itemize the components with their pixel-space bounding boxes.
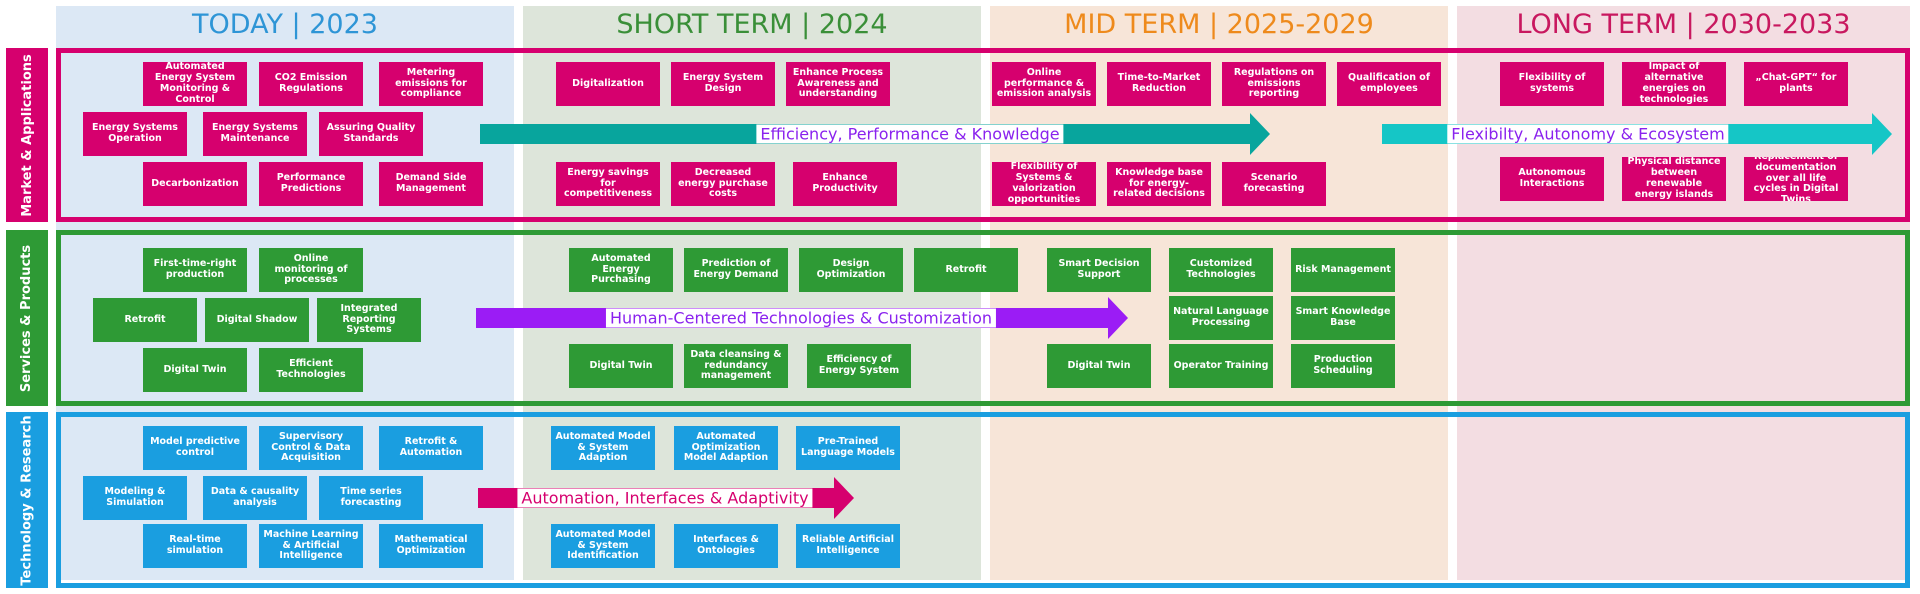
row-frame-services [56,230,1910,406]
services-short-box: Automated Energy Purchasing [569,248,673,292]
row-label-market-text: Market & Applications [19,53,35,217]
services-mid-box: Customized Technologies [1169,248,1273,292]
tech-today-box: Real-time simulation [143,524,247,568]
column-header-long-term: LONG TERM | 2030-2033 [1516,9,1851,40]
market-long-box: „Chat-GPT“ for plants [1744,62,1848,106]
tech-today-box: Supervisory Control & Data Acquisition [259,426,363,470]
services-today-box: Digital Shadow [205,298,309,342]
tech-short-box: Reliable Artificial Intelligence [796,524,900,568]
market-long-box: Physical distance between renewable ener… [1622,157,1726,201]
row-label-services: Services & Products [6,230,48,406]
row-frame-market [56,48,1910,222]
services-today-box: Retrofit [93,298,197,342]
arrow-efficiency-label: Efficiency, Performance & Knowledge [756,124,1064,144]
market-today-box: CO2 Emission Regulations [259,62,363,106]
services-today-box: Integrated Reporting Systems [317,298,421,342]
row-label-technology: Technology & Research [6,412,48,588]
tech-short-box: Automated Model & System Adaption [551,426,655,470]
market-mid-box: Qualification of employees [1337,62,1441,106]
tech-today-box: Time series forecasting [319,476,423,520]
tech-today-box: Modeling & Simulation [83,476,187,520]
column-header-mid-term: MID TERM | 2025-2029 [1064,9,1374,40]
services-short-box: Design Optimization [799,248,903,292]
arrow-flexibility-label: Flexibilty, Autonomy & Ecosystem [1447,124,1729,144]
market-today-box: Metering emissions for compliance [379,62,483,106]
market-short-box: Enhance Productivity [793,162,897,206]
column-header-short-term: SHORT TERM | 2024 [616,9,888,40]
services-mid-box: Operator Training [1169,344,1273,388]
market-long-box: Replacement of documentation over all li… [1744,157,1848,201]
tech-today-box: Model predictive control [143,426,247,470]
market-long-box: Flexibility of systems [1500,62,1604,106]
arrow-automation-interfaces: Automation, Interfaces & Adaptivity [478,476,854,520]
market-today-box: Decarbonization [143,162,247,206]
market-mid-box: Online performance & emission analysis [992,62,1096,106]
arrow-automation-label: Automation, Interfaces & Adaptivity [517,488,813,508]
market-today-box: Automated Energy System Monitoring & Con… [143,62,247,106]
market-today-box: Demand Side Management [379,162,483,206]
market-mid-box: Flexibility of Systems & valorization op… [992,162,1096,206]
market-mid-box: Time-to-Market Reduction [1107,62,1211,106]
services-today-box: Online monitoring of processes [259,248,363,292]
market-today-box: Energy Systems Operation [83,112,187,156]
row-label-services-text: Services & Products [19,244,35,392]
row-frame-technology [56,412,1910,588]
market-short-box: Decreased energy purchase costs [671,162,775,206]
tech-short-box: Automated Model & System Identification [551,524,655,568]
arrow-human-centered: Human-Centered Technologies & Customizat… [476,296,1128,340]
market-today-box: Performance Predictions [259,162,363,206]
row-label-market: Market & Applications [6,48,48,222]
services-today-box: Efficient Technologies [259,348,363,392]
tech-short-box: Interfaces & Ontologies [674,524,778,568]
market-short-box: Energy savings for competitiveness [556,162,660,206]
market-long-box: Autonomous Interactions [1500,157,1604,201]
tech-today-box: Retrofit & Automation [379,426,483,470]
market-short-box: Digitalization [556,62,660,106]
tech-today-box: Mathematical Optimization [379,524,483,568]
market-mid-box: Regulations on emissions reporting [1222,62,1326,106]
services-mid-box: Risk Management [1291,248,1395,292]
market-today-box: Energy Systems Maintenance [203,112,307,156]
market-today-box: Assuring Quality Standards [319,112,423,156]
market-short-box: Energy System Design [671,62,775,106]
tech-short-box: Pre-Trained Language Models [796,426,900,470]
services-mid-box: Production Scheduling [1291,344,1395,388]
tech-short-box: Automated Optimization Model Adaption [674,426,778,470]
column-header-today: TODAY | 2023 [192,9,378,40]
services-short-box: Prediction of Energy Demand [684,248,788,292]
services-mid-box: Digital Twin [1047,344,1151,388]
market-mid-box: Scenario forecasting [1222,162,1326,206]
services-short-box: Data cleansing & redundancy management [684,344,788,388]
services-mid-box: Smart Decision Support [1047,248,1151,292]
services-mid-box: Smart Knowledge Base [1291,296,1395,340]
tech-today-box: Machine Learning & Artificial Intelligen… [259,524,363,568]
tech-today-box: Data & causality analysis [203,476,307,520]
arrow-human-centered-label: Human-Centered Technologies & Customizat… [605,308,997,328]
market-mid-box: Knowledge base for energy-related decisi… [1107,162,1211,206]
row-label-technology-text: Technology & Research [19,414,35,586]
services-mid-box: Natural Language Processing [1169,296,1273,340]
arrow-flexibility-autonomy-ecosystem: Flexibilty, Autonomy & Ecosystem [1382,112,1892,156]
arrow-efficiency-performance-knowledge: Efficiency, Performance & Knowledge [480,112,1270,156]
services-today-box: Digital Twin [143,348,247,392]
services-short-box: Efficiency of Energy System [807,344,911,388]
market-short-box: Enhance Process Awareness and understand… [786,62,890,106]
services-short-box: Retrofit [914,248,1018,292]
services-short-box: Digital Twin [569,344,673,388]
market-long-box: Impact of alternative energies on techno… [1622,62,1726,106]
services-today-box: First-time-right production [143,248,247,292]
